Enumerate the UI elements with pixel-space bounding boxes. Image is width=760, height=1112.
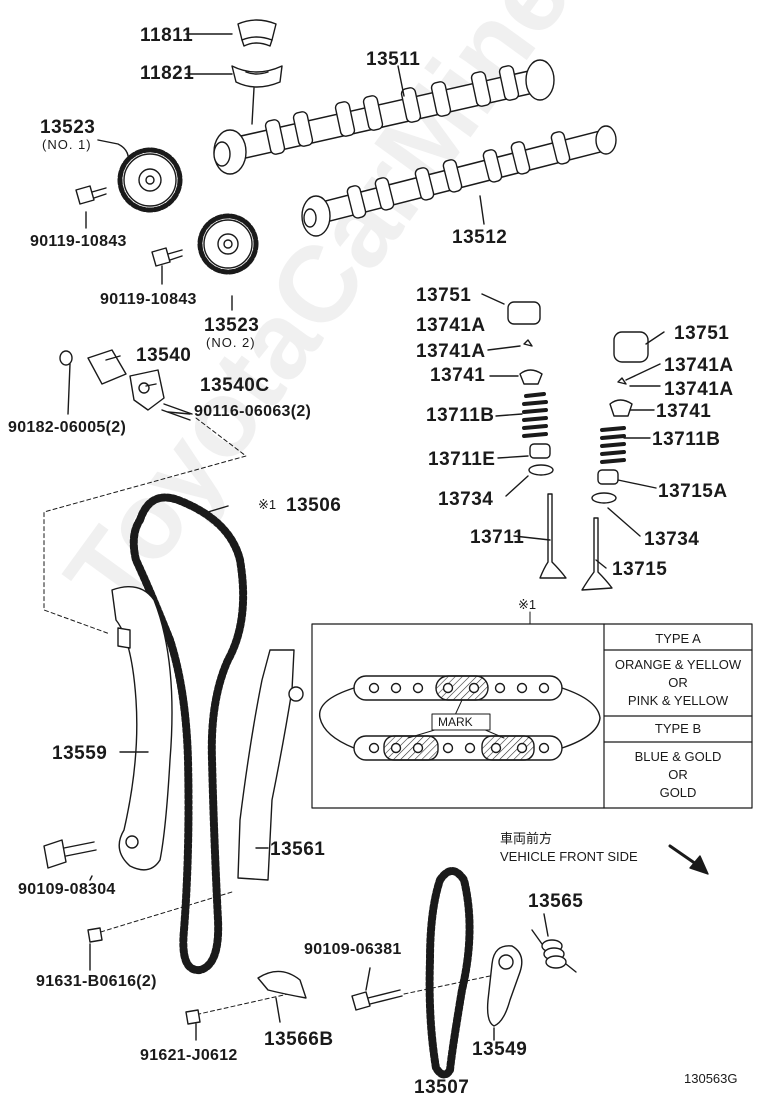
figure-code: 130563G — [684, 1071, 738, 1086]
type-b-color-1: BLUE & GOLD — [634, 749, 722, 764]
part-90119-b: 90119-10843 — [100, 291, 197, 308]
spring-13565 — [531, 929, 577, 973]
part-13711: 13711 — [470, 527, 525, 548]
part-13715: 13715 — [612, 559, 668, 580]
part-90116: 90116-06063(2) — [194, 403, 312, 420]
inset-chain-bottom — [353, 735, 563, 761]
part-13559: 13559 — [52, 743, 108, 764]
part-13711e: 13711E — [428, 449, 496, 470]
part-13741b-2: 13741A — [664, 379, 734, 400]
part-90182: 90182-06005(2) — [8, 419, 127, 436]
part-13751-a: 13751 — [416, 285, 472, 306]
part-13734-a: 13734 — [438, 489, 494, 510]
part-13715a: 13715A — [658, 481, 728, 502]
part-13711b-b: 13711B — [652, 429, 721, 450]
sprocket-13523-no1 — [117, 147, 183, 213]
part-13711b-a: 13711B — [426, 405, 495, 426]
part-13561: 13561 — [270, 839, 326, 860]
bearing-11811 — [237, 19, 277, 47]
guide-13559 — [111, 586, 173, 871]
front-arrow — [668, 844, 698, 866]
camshaft-13511 — [213, 59, 555, 175]
part-13741a-1: 13741A — [416, 315, 486, 336]
part-11821: 11821 — [140, 63, 195, 84]
part-13741-b: 13741 — [656, 401, 712, 422]
valve-train-exhaust — [581, 331, 649, 591]
tensioner-13540 — [59, 349, 193, 421]
part-13523-no1: 13523 — [40, 117, 96, 138]
part-13507: 13507 — [414, 1077, 470, 1098]
inset-chain-top — [318, 675, 601, 749]
part-13549: 13549 — [472, 1039, 528, 1060]
sprocket-13523-no2 — [197, 213, 259, 275]
part-91621: 91621-J0612 — [140, 1047, 238, 1064]
valve-train-intake — [507, 301, 567, 579]
inset-ref: ※1 — [518, 597, 537, 612]
type-b-label: TYPE B — [654, 721, 702, 736]
arm-13549 — [486, 945, 523, 1027]
part-13506: 13506 — [286, 495, 342, 516]
part-13540: 13540 — [136, 345, 192, 366]
part-13734-b: 13734 — [644, 529, 700, 550]
damper-13561 — [237, 649, 295, 881]
part-13741-a: 13741 — [430, 365, 486, 386]
type-b-color-or: OR — [668, 767, 688, 782]
part-13523-no1-sub: (NO. 1) — [42, 137, 92, 152]
part-13565: 13565 — [528, 891, 584, 912]
direction-jp: 車両前方 — [500, 831, 553, 846]
part-90109-b: 90109-06381 — [304, 941, 402, 958]
type-a-color-2: PINK & YELLOW — [627, 693, 729, 708]
part-90119-a: 90119-10843 — [30, 233, 127, 250]
type-a-label: TYPE A — [655, 631, 701, 646]
inset-mark-label: MARK — [438, 715, 473, 729]
part-13751-b: 13751 — [674, 323, 730, 344]
part-13511: 13511 — [366, 49, 421, 70]
bearing-11821 — [231, 65, 283, 88]
bolt-90109-a — [43, 839, 97, 869]
chain-13507 — [425, 867, 474, 1079]
part-13741a-2: 13741A — [416, 341, 486, 362]
direction-en: VEHICLE FRONT SIDE — [500, 849, 638, 864]
part-91631: 91631-B0616(2) — [36, 973, 157, 990]
camshaft-13512 — [301, 125, 617, 237]
part-13506-ref: ※1 — [258, 497, 277, 512]
part-13540c: 13540C — [200, 375, 270, 396]
part-13523-no2-sub: (NO. 2) — [206, 335, 256, 350]
part-13523-no2: 13523 — [204, 315, 260, 336]
part-13566b: 13566B — [264, 1029, 334, 1050]
part-90109-a: 90109-08304 — [18, 881, 116, 898]
bolt-90119-a — [75, 185, 107, 205]
part-11811: 11811 — [140, 25, 194, 46]
part-13512: 13512 — [452, 227, 508, 248]
type-a-color-1: ORANGE & YELLOW — [614, 657, 742, 672]
type-a-color-or: OR — [668, 675, 688, 690]
type-b-color-2: GOLD — [659, 785, 697, 800]
bolt-90119-b — [151, 247, 183, 267]
slipper-13566b — [257, 970, 307, 999]
part-13741b-1: 13741A — [664, 355, 734, 376]
